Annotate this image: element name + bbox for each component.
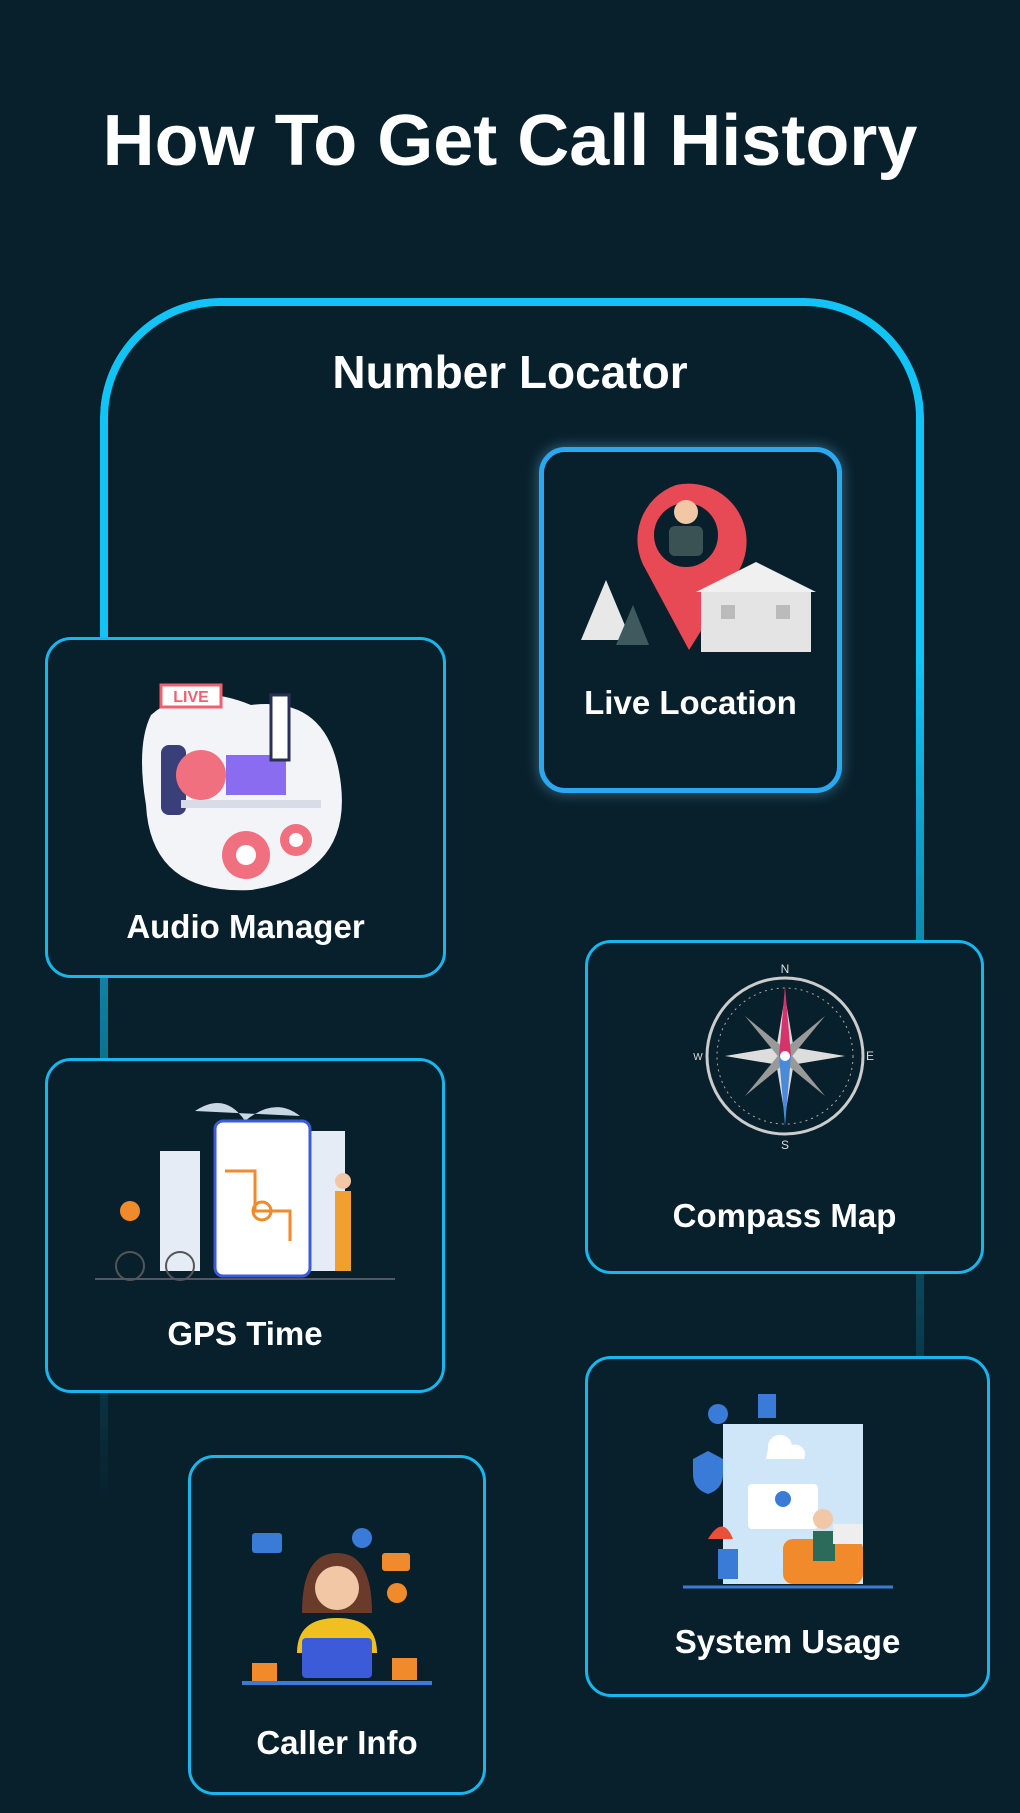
- live-location-card[interactable]: Live Location: [539, 447, 842, 793]
- card-label: Caller Info: [256, 1724, 418, 1761]
- location-pin-illustration-icon: [580, 483, 816, 652]
- card-label: GPS Time: [167, 1315, 323, 1352]
- compass-west: W: [693, 1052, 703, 1063]
- card-label: Compass Map: [672, 1197, 897, 1234]
- compass-south: S: [780, 1138, 788, 1151]
- system-usage-illustration-icon: [682, 1394, 893, 1589]
- live-studio-illustration-icon: LIVE: [141, 683, 342, 891]
- caller-info-card[interactable]: Caller Info: [188, 1455, 486, 1795]
- compass-north: N: [780, 962, 789, 976]
- system-usage-card[interactable]: System Usage: [585, 1356, 990, 1697]
- section-title: Number Locator: [332, 346, 688, 398]
- compass-illustration-icon: N S E W: [693, 962, 874, 1151]
- card-label: Audio Manager: [126, 908, 365, 945]
- call-center-illustration-icon: [242, 1528, 432, 1685]
- gps-map-illustration-icon: [95, 1103, 395, 1281]
- gps-time-card[interactable]: GPS Time: [45, 1058, 445, 1393]
- card-label: Live Location: [584, 684, 797, 721]
- compass-map-card[interactable]: N S E W Compass Map: [585, 940, 984, 1274]
- live-badge: LIVE: [173, 689, 209, 706]
- audio-manager-card[interactable]: LIVE Audio Manager: [45, 637, 446, 978]
- page-title: How To Get Call History: [102, 101, 918, 181]
- compass-east: E: [865, 1049, 873, 1063]
- card-label: System Usage: [674, 1623, 901, 1660]
